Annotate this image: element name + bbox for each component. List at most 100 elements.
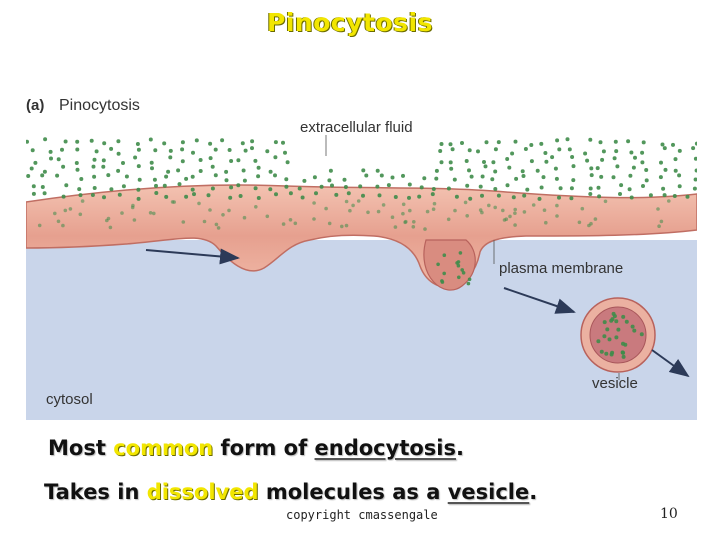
particle-dot — [694, 168, 697, 173]
particle-dot — [224, 169, 229, 174]
particle-dot — [607, 337, 612, 342]
particle-dot — [521, 174, 526, 178]
particle-dot — [312, 201, 316, 205]
particle-dot — [693, 156, 697, 161]
particle-dot — [446, 186, 451, 191]
particle-dot — [351, 203, 355, 208]
particle-dot — [609, 318, 614, 323]
particle-dot — [220, 138, 225, 143]
particle-dot — [240, 141, 245, 146]
particle-dot — [63, 139, 68, 144]
particle-dot — [656, 207, 660, 211]
particle-dot — [26, 139, 29, 144]
particle-dot — [334, 192, 339, 197]
particle-dot — [484, 140, 489, 145]
particle-dot — [101, 164, 106, 169]
particle-dot — [109, 187, 114, 192]
particle-dot — [411, 225, 416, 229]
particle-dot — [614, 149, 619, 154]
particle-dot — [40, 185, 45, 189]
particle-dot — [121, 161, 125, 165]
particle-dot — [621, 350, 626, 355]
particle-dot — [513, 139, 518, 144]
particle-dot — [48, 149, 53, 154]
particle-dot — [184, 176, 189, 181]
particle-dot — [611, 175, 616, 180]
particle-dot — [467, 277, 472, 282]
particle-dot — [456, 260, 461, 264]
particle-dot — [117, 192, 122, 197]
particle-dot — [407, 182, 412, 187]
particle-dot — [194, 138, 199, 143]
particle-dot — [644, 178, 649, 183]
particle-dot — [439, 160, 444, 165]
label-cytosol: cytosol — [46, 391, 93, 408]
particle-dot — [356, 199, 361, 203]
particle-dot — [448, 142, 453, 147]
particle-dot — [63, 208, 68, 213]
particle-dot — [344, 199, 349, 204]
particle-dot — [180, 147, 185, 152]
particle-dot — [529, 159, 534, 164]
particle-dot — [448, 160, 453, 165]
particle-dot — [453, 208, 457, 213]
particle-dot — [120, 211, 124, 215]
particle-dot — [283, 150, 287, 155]
particle-dot — [583, 151, 588, 156]
particle-dot — [514, 176, 519, 181]
particle-dot — [77, 187, 82, 192]
particle-dot — [135, 142, 140, 146]
particle-dot — [208, 156, 213, 161]
particle-dot — [102, 195, 106, 200]
particle-dot — [256, 196, 261, 200]
particle-dot — [242, 215, 247, 220]
particle-dot — [256, 165, 261, 170]
particle-dot — [461, 271, 466, 275]
particle-dot — [61, 164, 66, 169]
panel-letter: (a) — [26, 97, 44, 114]
particle-dot — [619, 183, 624, 188]
particle-dot — [91, 164, 96, 169]
particle-dot — [602, 320, 607, 325]
particle-dot — [457, 275, 461, 280]
particle-dot — [42, 169, 47, 174]
particle-dot — [508, 214, 512, 219]
arrow-2 — [503, 287, 576, 314]
particle-dot — [419, 185, 424, 190]
particle-dot — [589, 221, 593, 226]
particle-dot — [152, 211, 156, 216]
plasma-membrane — [26, 184, 697, 288]
particle-dot — [79, 177, 84, 181]
particle-dot — [327, 221, 332, 226]
particle-dot — [191, 150, 195, 155]
particle-dot — [513, 207, 517, 212]
particle-dot — [236, 158, 241, 163]
particle-dot — [166, 169, 171, 174]
particle-dot — [412, 220, 416, 224]
particle-dot — [116, 151, 121, 156]
particle-dot — [596, 339, 601, 344]
particle-dot — [273, 155, 278, 160]
particle-dot — [659, 219, 664, 224]
particle-dot — [150, 166, 154, 171]
particle-dot — [148, 137, 153, 142]
particle-dot — [439, 142, 444, 146]
particle-dot — [554, 176, 559, 181]
particle-dot — [75, 167, 80, 172]
particle-dot — [133, 155, 138, 160]
particle-dot — [663, 167, 668, 172]
particle-dot — [236, 183, 241, 188]
particle-dot — [440, 280, 445, 284]
particle-dot — [61, 223, 65, 228]
particle-dot — [691, 146, 696, 151]
particle-dot — [26, 174, 31, 178]
particle-dot — [213, 173, 218, 178]
particle-dot — [224, 178, 229, 183]
particle-dot — [599, 174, 604, 179]
particle-dot — [61, 194, 66, 199]
particle-dot — [314, 191, 318, 196]
particle-dot — [614, 335, 619, 340]
particle-dot — [366, 210, 370, 215]
particle-dot — [539, 141, 544, 146]
particle-dot — [436, 262, 440, 267]
